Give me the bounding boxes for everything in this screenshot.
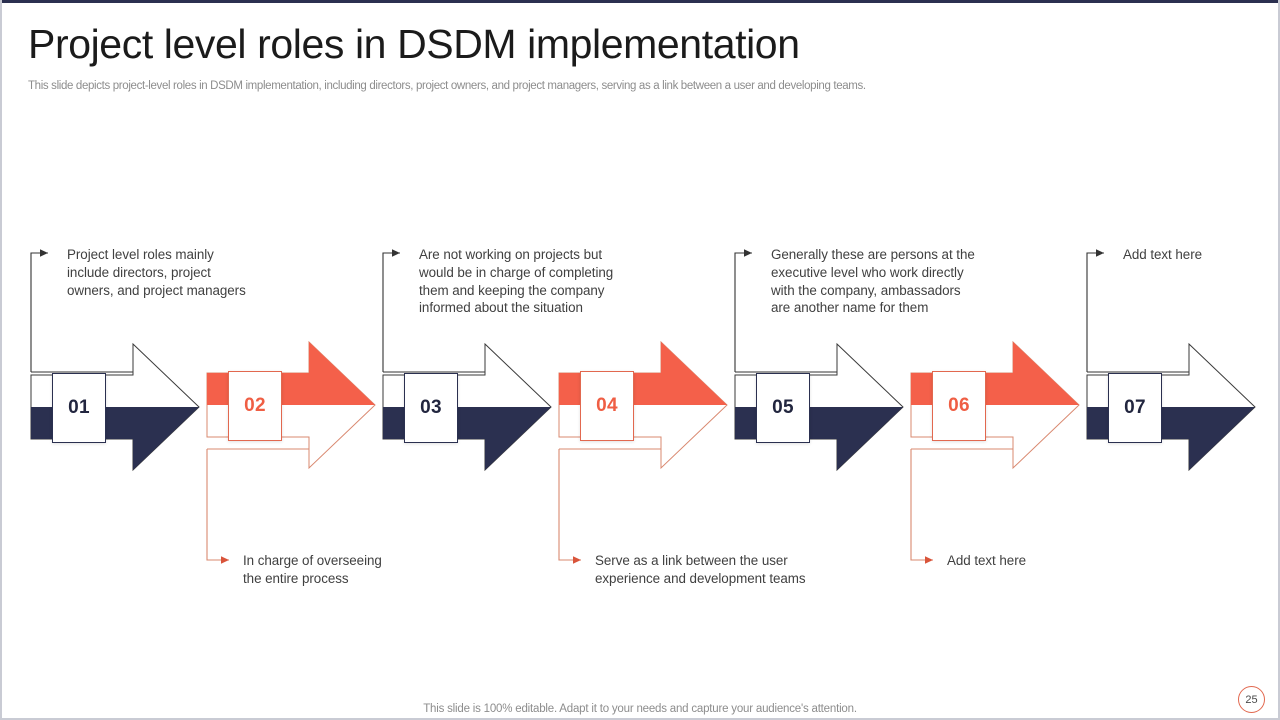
connector-top-1 bbox=[30, 249, 133, 373]
step-box-06[interactable]: 06 bbox=[932, 371, 986, 441]
callout-line: owners, and project managers bbox=[67, 282, 246, 298]
callout-line: In charge of overseeing bbox=[243, 553, 382, 568]
page-title: Project level roles in DSDM implementati… bbox=[28, 21, 800, 67]
callout-line: experience and development teams bbox=[595, 570, 806, 586]
step-number-04: 04 bbox=[596, 395, 618, 416]
callout-line: Are not working on projects but bbox=[419, 247, 603, 262]
step-box-03[interactable]: 03 bbox=[404, 373, 458, 443]
connector-top-3 bbox=[382, 249, 485, 373]
step-number-03: 03 bbox=[420, 397, 442, 418]
connector-bottom-6 bbox=[910, 448, 1013, 564]
callout-line: informed about the situation bbox=[419, 300, 583, 316]
callout-line: Serve as a link between the user bbox=[595, 553, 788, 568]
connector-bottom-4 bbox=[558, 448, 661, 564]
callout-line: Add text here bbox=[1123, 247, 1203, 262]
callout-line: include directors, project bbox=[67, 264, 211, 280]
callout-line: the entire process bbox=[243, 570, 349, 586]
callout-text-01: Project level roles mainly include direc… bbox=[67, 246, 317, 299]
callout-text-05: Generally these are persons at the execu… bbox=[771, 246, 1031, 317]
slide-right-border bbox=[1278, 0, 1280, 720]
callout-line: Generally these are persons at the bbox=[771, 247, 975, 262]
callout-text-03: Are not working on projects but would be… bbox=[419, 246, 679, 317]
callout-line: them and keeping the company bbox=[419, 282, 605, 298]
step-box-07[interactable]: 07 bbox=[1108, 373, 1162, 443]
step-box-02[interactable]: 02 bbox=[228, 371, 282, 441]
callout-text-02: In charge of overseeing the entire proce… bbox=[243, 552, 493, 588]
callout-line: Project level roles mainly bbox=[67, 247, 214, 262]
page-number-badge: 25 bbox=[1238, 686, 1265, 713]
connector-top-5 bbox=[734, 249, 837, 373]
step-number-05: 05 bbox=[772, 397, 794, 418]
callout-text-04: Serve as a link between the user experie… bbox=[595, 552, 865, 588]
slide-left-border bbox=[0, 0, 2, 720]
connector-bottom-2 bbox=[206, 448, 309, 564]
callout-text-06: Add text here bbox=[947, 552, 1147, 570]
callout-line: with the company, ambassadors bbox=[771, 282, 961, 298]
connector-top-7 bbox=[1086, 249, 1189, 373]
callout-text-07: Add text here bbox=[1123, 246, 1273, 264]
callout-line: are another name for them bbox=[771, 300, 929, 316]
callout-line: Add text here bbox=[947, 553, 1027, 568]
step-box-01[interactable]: 01 bbox=[52, 373, 106, 443]
callout-line: would be in charge of completing bbox=[419, 264, 614, 280]
slide-bottom-border bbox=[0, 718, 1280, 720]
step-number-02: 02 bbox=[244, 395, 266, 416]
footer-note: This slide is 100% editable. Adapt it to… bbox=[423, 703, 857, 715]
step-number-06: 06 bbox=[948, 395, 970, 416]
step-number-07: 07 bbox=[1124, 397, 1146, 418]
slide-top-border bbox=[0, 0, 1280, 3]
page-subtitle: This slide depicts project-level roles i… bbox=[28, 80, 866, 92]
step-number-01: 01 bbox=[68, 397, 90, 418]
step-box-04[interactable]: 04 bbox=[580, 371, 634, 441]
callout-line: executive level who work directly bbox=[771, 264, 964, 280]
step-box-05[interactable]: 05 bbox=[756, 373, 810, 443]
